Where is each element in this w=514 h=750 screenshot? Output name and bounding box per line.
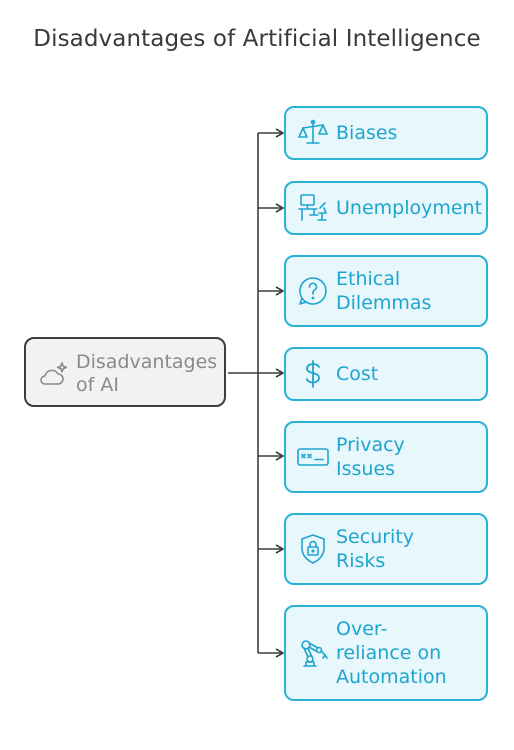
node-ethical-dilemmas: Ethical Dilemmas: [284, 255, 488, 327]
password-field-icon: [296, 440, 330, 474]
dollar-icon: [296, 357, 330, 391]
question-bubble-icon: [296, 274, 330, 308]
computer-desk-icon: [296, 191, 330, 225]
node-label: Security Risks: [336, 526, 415, 572]
node-security-risks: Security Risks: [284, 513, 488, 585]
node-label: Cost: [336, 363, 379, 385]
node-label: Ethical Dilemmas: [336, 268, 432, 314]
root-node: Disadvantages of AI: [24, 337, 226, 407]
node-over-reliance: Over- reliance on Automation: [284, 605, 488, 701]
node-cost: Cost: [284, 347, 488, 401]
root-label: Disadvantages of AI: [76, 351, 218, 396]
diagram-title: Disadvantages of Artificial Intelligence: [33, 26, 481, 52]
shield-lock-icon: [296, 532, 330, 566]
robot-arm-icon: [296, 636, 330, 670]
node-label: Over- reliance on Automation: [336, 618, 447, 688]
cloud-sparkle-icon: [36, 357, 70, 391]
node-biases: Biases: [284, 106, 488, 160]
node-label: Privacy Issues: [336, 434, 405, 480]
node-label: Unemployment: [336, 197, 483, 219]
node-privacy-issues: Privacy Issues: [284, 421, 488, 493]
node-unemployment: Unemployment: [284, 181, 488, 235]
scale-icon: [296, 116, 330, 150]
node-label: Biases: [336, 122, 398, 144]
